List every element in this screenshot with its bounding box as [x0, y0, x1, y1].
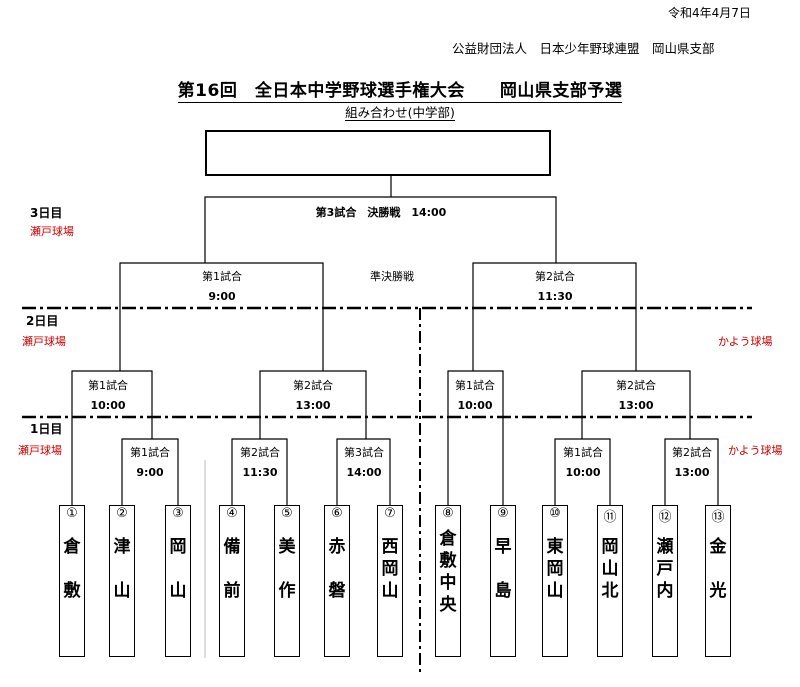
semifinal-label: 準決勝戦 [370, 270, 414, 283]
semi1-game: 第1試合 [202, 270, 242, 283]
date: 令和4年4月7日 [668, 6, 751, 20]
page-subtitle: 組み合わせ(中学部) [0, 102, 800, 121]
semi2-bracket [472, 262, 637, 371]
team-number: ⑥ [331, 506, 343, 521]
team-number: ② [116, 506, 128, 521]
team-name: 美 作 [278, 537, 296, 601]
team-number: ⑨ [497, 506, 509, 521]
team-box: ⑨ 早 島 [490, 505, 516, 657]
d1-m2-time: 11:30 [242, 466, 278, 479]
team-name: 金 光 [709, 537, 727, 601]
team-number: ① [66, 506, 78, 521]
team-box: ⑧ 倉 敷 中 央 [435, 505, 461, 657]
d1-m3-game: 第3試合 [344, 446, 384, 459]
day1-venue-right: かよう球場 [728, 444, 783, 457]
d2-m2-bracket [259, 370, 367, 439]
team-box: ⑩ 東 岡 山 [542, 505, 568, 657]
d2-m1-time: 10:00 [90, 399, 126, 412]
team-name: 倉 敷 [63, 537, 81, 601]
day2-label: 2日目 [26, 314, 59, 328]
d1-m5-time: 13:00 [674, 466, 710, 479]
d1-m4-game: 第1試合 [563, 446, 603, 459]
d1-m2-game: 第2試合 [240, 446, 280, 459]
d1-m5-bracket [664, 438, 719, 505]
team-box: ④ 備 前 [219, 505, 245, 657]
d2-m3-time: 10:00 [457, 399, 493, 412]
team-name: 津 山 [113, 537, 131, 601]
d2-m2-time: 13:00 [295, 399, 331, 412]
semi1-time: 9:00 [208, 290, 236, 303]
day1-venue-left: 瀬戸球場 [18, 444, 62, 457]
d1-m4-bracket [554, 438, 611, 505]
team-number: ⑫ [658, 510, 672, 525]
team-box: ② 津 山 [109, 505, 135, 657]
d1-m1-bracket [121, 438, 179, 505]
team-name: 赤 磐 [328, 537, 346, 601]
team-number: ⑧ [442, 506, 454, 521]
team-name: 岡 山 [169, 537, 187, 601]
page-subtitle-text: 組み合わせ(中学部) [345, 105, 455, 121]
d2-m4-bracket [581, 370, 691, 439]
d1-m2-bracket [231, 438, 288, 505]
d2-m4-game: 第2試合 [616, 379, 656, 392]
team-name: 東 岡 山 [546, 537, 564, 601]
d2-m2-game: 第2試合 [293, 379, 333, 392]
team-number: ⑤ [281, 506, 293, 521]
day1-label: 1日目 [30, 422, 63, 436]
final-label: 第3試合 決勝戦 14:00 [315, 206, 447, 219]
d1-m3-time: 14:00 [346, 466, 382, 479]
day2-venue-left: 瀬戸球場 [22, 335, 66, 348]
semi2-time: 11:30 [537, 290, 573, 303]
d2-m3-game: 第1試合 [455, 379, 495, 392]
team-box: ⑥ 赤 磐 [324, 505, 350, 657]
team-number: ③ [172, 506, 184, 521]
semi2-game: 第2試合 [535, 270, 575, 283]
team-number: ⑪ [603, 510, 617, 525]
team-box: ⑬ 金 光 [705, 505, 731, 657]
team-number: ⑩ [549, 506, 561, 521]
champion-box [205, 130, 551, 176]
semi1-bracket [119, 262, 324, 371]
day3-label: 3日目 [30, 206, 63, 220]
team-number: ④ [226, 506, 238, 521]
team-number: ⑬ [711, 510, 725, 525]
d2-m1-bracket [71, 370, 153, 505]
final-bracket [204, 196, 557, 263]
team-name: 西 岡 山 [381, 537, 399, 601]
d2-m1-game: 第1試合 [88, 379, 128, 392]
team-name: 早 島 [494, 537, 512, 601]
team-box: ⑦ 西 岡 山 [377, 505, 403, 657]
team-box: ③ 岡 山 [165, 505, 191, 657]
team-name: 備 前 [223, 537, 241, 601]
page-title: 第16回 全日本中学野球選手権大会 岡山県支部予選 [0, 76, 800, 103]
team-name: 岡 山 北 [601, 537, 619, 601]
d2-m4-time: 13:00 [618, 399, 654, 412]
d1-m3-bracket [336, 438, 391, 505]
page-title-text: 第16回 全日本中学野球選手権大会 岡山県支部予選 [177, 81, 623, 103]
d1-m4-time: 10:00 [565, 466, 601, 479]
team-name: 倉 敷 中 央 [439, 529, 457, 615]
d2-m3-bracket [447, 370, 504, 505]
day3-venue: 瀬戸球場 [30, 225, 74, 238]
d1-m1-time: 9:00 [136, 466, 164, 479]
team-name: 瀬 戸 内 [656, 537, 674, 601]
team-box: ⑫ 瀬 戸 内 [652, 505, 678, 657]
organization: 公益財団法人 日本少年野球連盟 岡山県支部 [452, 41, 715, 56]
team-box: ⑤ 美 作 [274, 505, 300, 657]
day2-venue-right: かよう球場 [718, 335, 773, 348]
d1-m1-game: 第1試合 [130, 446, 170, 459]
team-number: ⑦ [384, 506, 396, 521]
team-box: ⑪ 岡 山 北 [597, 505, 623, 657]
d1-m5-game: 第2試合 [672, 446, 712, 459]
team-box: ① 倉 敷 [59, 505, 85, 657]
